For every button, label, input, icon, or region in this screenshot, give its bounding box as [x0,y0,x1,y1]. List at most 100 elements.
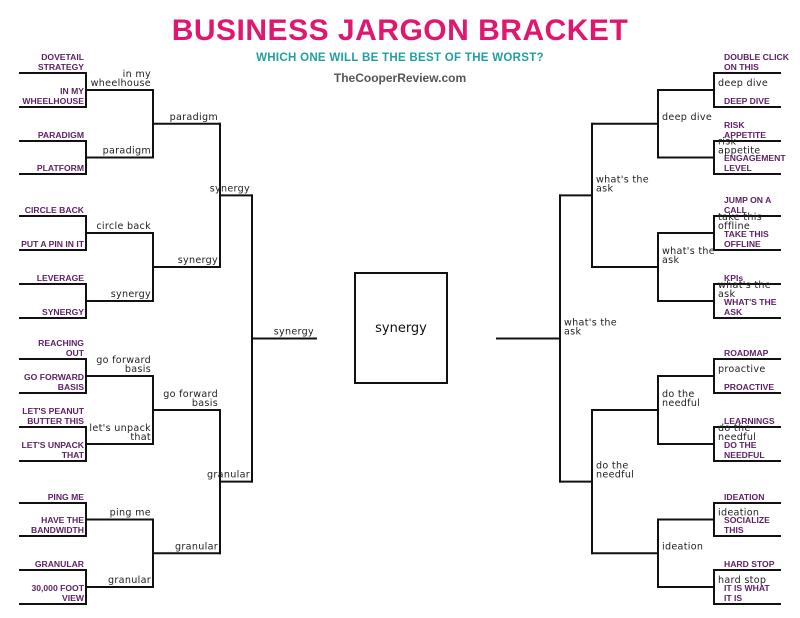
right-round2-pick-line: risk [718,137,737,148]
left-round3-pick-line: go forward [163,389,218,400]
left-seed: GRANULAR [35,559,85,569]
right-round2-pick-line: what's the [718,280,771,291]
left-round2-pick-line: synergy [111,289,151,300]
left-round3-pick-line: paradigm [170,112,218,123]
left-seed-line: THAT [62,450,85,460]
left-round4-pick: synergy [210,183,250,194]
left-seed: SYNERGY [42,307,84,317]
left-round3-pick: granular [175,541,218,552]
right-seed-line: ROADMAP [724,348,769,358]
right-seed-line: IT IS WHAT [724,583,770,593]
right-round2-pick: proactive [718,364,766,375]
right-round2-pick: hard stop [718,575,766,586]
left-round2-pick-line: paradigm [103,146,151,157]
left-seed-line: LEVERAGE [37,273,85,283]
left-round3-pick-line: synergy [178,255,218,266]
page-title: BUSINESS JARGON BRACKET [171,14,629,47]
page-subtitle: WHICH ONE WILL BE THE BEST OF THE WORST? [256,52,544,64]
right-round2-pick-line: do the [718,423,751,434]
right-round2-pick-line: hard stop [718,575,766,586]
left-round2-pick-line: wheelhouse [91,78,151,89]
left-round3-pick-line: granular [175,541,218,552]
right-seed-line: ASK [724,307,743,317]
left-seed: PLATFORM [37,163,84,173]
left-seed-line: WHEELHOUSE [22,96,84,106]
right-seed-line: SOCIALIZE [724,515,770,525]
right-seed-line: DO THE [724,440,757,450]
left-round2-pick: ping me [110,508,151,519]
right-round3-pick-line: needful [662,398,700,409]
left-round2-pick: circle back [96,221,151,232]
right-round3-pick-line: what's the [662,246,715,257]
left-seed-line: PUT A PIN IN IT [21,239,85,249]
left-round3-pick-line: basis [192,398,218,409]
right-seed-line: IDEATION [724,492,764,502]
site-credit: TheCooperReview.com [333,71,467,85]
right-seed-line: LEVEL [724,163,752,173]
right-round2-pick-line: proactive [718,364,766,375]
right-seed: DEEP DIVE [724,96,770,106]
right-round3-pick-line: ask [662,255,679,266]
left-round2-pick: granular [108,575,151,586]
right-round2-pick-line: offline [718,221,750,232]
left-seed-line: LET'S UNPACK [21,440,84,450]
left-seed-line: GRANULAR [35,559,85,569]
right-round4-pick-line: ask [596,183,613,194]
left-round3-pick: paradigm [170,112,218,123]
left-seed-line: VIEW [62,593,85,603]
left-seed: PARADIGM [38,130,84,140]
right-seed-line: DEEP DIVE [724,96,770,106]
left-round2-pick-line: that [130,432,151,443]
left-round2-pick-line: ping me [110,508,151,519]
right-seed-line: ON THIS [724,62,759,72]
right-round5-pick-line: what's the [564,318,617,329]
left-seed-line: REACHING [38,338,84,348]
left-round4-pick-line: synergy [210,183,250,194]
right-seed-line: DOUBLE CLICK [724,52,790,62]
left-round4-pick-line: granular [207,470,250,481]
left-seed-line: LET'S PEANUT [22,406,84,416]
left-seed: CIRCLE BACK [25,205,85,215]
left-round2-pick-line: granular [108,575,151,586]
left-round4-pick: granular [207,470,250,481]
right-round2-pick: ideation [718,508,759,519]
right-seed-line: CALL [724,205,747,215]
left-seed-line: PING ME [48,492,85,502]
champion-box: synergy [354,272,448,384]
right-seed: ROADMAP [724,348,769,358]
left-seed-line: BUTTER THIS [27,416,84,426]
left-seed-line: BANDWIDTH [31,525,84,535]
right-seed-line: PROACTIVE [724,382,774,392]
right-seed: HARD STOP [724,559,775,569]
right-round3-pick: ideation [662,541,703,552]
right-seed-line: ENGAGEMENT [724,153,786,163]
right-seed: KPIs [724,273,743,283]
right-round3-pick: deep dive [662,112,712,123]
right-round3-pick-line: do the [662,389,695,400]
right-round4-pick-line: needful [596,470,634,481]
